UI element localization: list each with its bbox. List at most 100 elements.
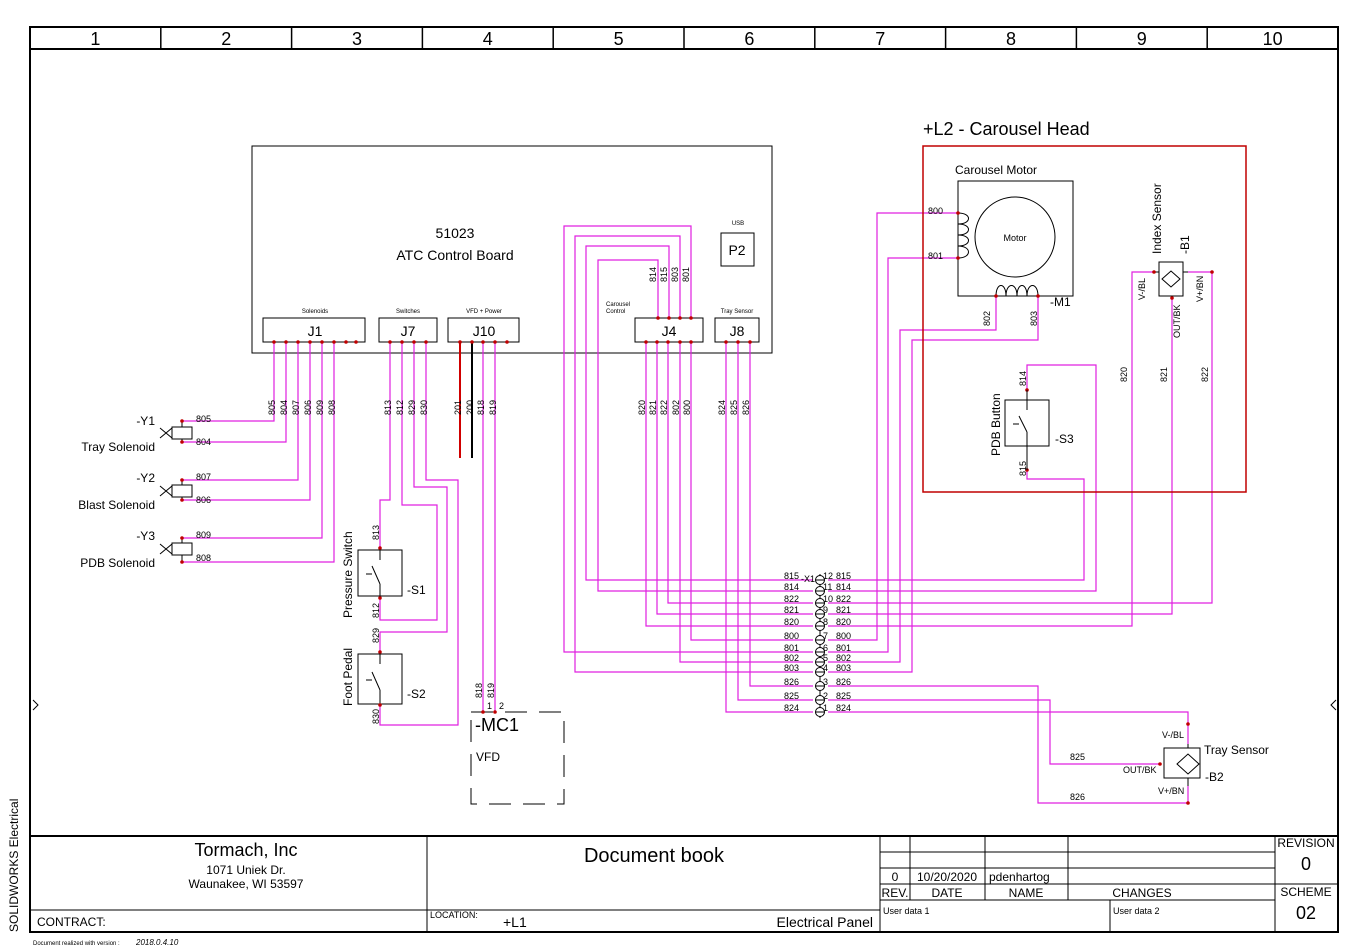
wire-label-806: 806 [303, 400, 313, 415]
solenoid-y1: -Y1 Tray Solenoid 805 804 [81, 414, 211, 454]
wire-807 [183, 342, 299, 481]
index-sensor-name: Index Sensor [1150, 183, 1164, 254]
terminal-number: 9 [823, 605, 828, 615]
terminal-left-wire: 826 [784, 677, 799, 687]
wire-822 [667, 342, 813, 604]
switch-s2-name: Foot Pedal [341, 648, 355, 706]
wire-806 [183, 342, 311, 501]
title-block [30, 835, 1338, 932]
pdb-button-s3: PDB Button -S3 814 815 [989, 371, 1074, 476]
terminal-number: 4 [823, 663, 828, 673]
pdb-button-name: PDB Button [989, 393, 1003, 456]
wire-label-800: 800 [682, 400, 692, 415]
wire-802-right [828, 296, 997, 663]
connector-j7-label: J7 [401, 323, 416, 339]
motor-tag: -M1 [1050, 295, 1071, 309]
solenoid-y2-wire-b: 806 [196, 495, 211, 505]
column-number: 1 [90, 29, 100, 49]
terminal-number: 8 [823, 617, 828, 627]
index-sensor-b1: Index Sensor -B1 V-/BL OUT/BK V+/BN 820 … [1119, 183, 1214, 382]
connector-j4-label: J4 [662, 323, 677, 339]
wire-label-819: 819 [488, 400, 498, 415]
carousel-head-title: +L2 - Carousel Head [923, 119, 1090, 139]
usb-connector-label: P2 [728, 242, 745, 258]
connector-pin-dots [272, 316, 752, 344]
j4-caption-line1: Carousel [606, 302, 630, 308]
terminal-strip-tag: -X1 [801, 574, 815, 584]
column-number: 9 [1137, 29, 1147, 49]
left-margin-arrow [32, 699, 39, 711]
tray-sensor-wire-826: 826 [1070, 792, 1085, 802]
solenoid-y1-tag: -Y1 [136, 414, 155, 428]
wire-label-812: 812 [395, 400, 405, 415]
index-sensor-wire-821: 821 [1159, 367, 1169, 382]
switch-s2-wire-b: 830 [371, 709, 381, 724]
wire-802 [679, 342, 813, 663]
j4-caption-line2: Control [606, 309, 625, 315]
terminal-number: 6 [823, 643, 828, 653]
solenoid-y3-name: PDB Solenoid [80, 556, 155, 570]
wire-815-right [828, 470, 1085, 581]
wire-label-830: 830 [419, 400, 429, 415]
switch-s1-wire-a: 813 [371, 525, 381, 540]
wire-813 [379, 342, 391, 548]
wire-830 [379, 342, 459, 726]
terminal-right-wire: 824 [836, 703, 851, 713]
index-sensor-pin-vminus: V-/BL [1137, 278, 1147, 300]
solenoid-y1-name: Tray Solenoid [81, 440, 155, 454]
version-note: Document realized with version : [33, 941, 120, 947]
terminal-left-wire: 800 [784, 631, 799, 641]
column-number: 8 [1006, 29, 1016, 49]
terminal-right-wire: 815 [836, 571, 851, 581]
connector-j7 [378, 317, 438, 343]
switch-s2: Foot Pedal -S2 829 830 [341, 628, 426, 724]
wire-824 [725, 342, 813, 713]
terminal-left-wire: 822 [784, 594, 799, 604]
terminal-number: 1 [823, 703, 828, 713]
wire-label-805: 805 [267, 400, 277, 415]
wire-825-right [828, 699, 1160, 765]
wire-label-829: 829 [407, 400, 417, 415]
wire-826-right [828, 685, 1189, 804]
terminal-left-wire: 825 [784, 691, 799, 701]
date-header: DATE [931, 886, 962, 900]
wire-824-right [828, 711, 1189, 744]
terminal-number: 5 [823, 653, 828, 663]
j7-caption: Switches [396, 309, 420, 315]
column-number: 5 [614, 29, 624, 49]
name-header: NAME [1009, 886, 1044, 900]
j10-caption: VFD + Power [466, 309, 502, 315]
index-sensor-wire-820: 820 [1119, 367, 1129, 382]
index-sensor-tag: -B1 [1178, 235, 1192, 254]
solenoid-y1-wire-a: 805 [196, 414, 211, 424]
terminal-right-wire: 820 [836, 617, 851, 627]
rev-header: REV. [882, 886, 909, 900]
pdb-button-tag: -S3 [1055, 432, 1074, 446]
board-part-number: 51023 [436, 225, 475, 241]
terminal-right-wire: 822 [836, 594, 851, 604]
vfd-mc1: -MC1 VFD 1 2 818 819 [470, 683, 565, 805]
motor-label: Motor [1003, 233, 1026, 243]
location-description: Electrical Panel [777, 914, 874, 930]
vfd-wire-818: 818 [474, 683, 484, 698]
terminal-right-wire: 803 [836, 663, 851, 673]
wire-803-right [828, 296, 1039, 673]
switch-s1: Pressure Switch -S1 813 812 [341, 525, 426, 618]
vfd-pin-2: 2 [499, 701, 504, 711]
terminal-right-wire: 802 [836, 653, 851, 663]
connector-j1 [262, 317, 366, 343]
terminal-left-wire: 821 [784, 605, 799, 615]
vfd-name: VFD [476, 750, 500, 764]
wire-label-804: 804 [279, 400, 289, 415]
scheme-label: SCHEME [1280, 885, 1331, 899]
right-margin-arrow [1330, 699, 1337, 711]
wire-label-200: 200 [465, 400, 475, 415]
solenoid-y3: -Y3 PDB Solenoid 809 808 [80, 529, 211, 570]
software-side-text: SOLIDWORKS Electrical [7, 799, 21, 932]
solenoid-y1-wire-b: 804 [196, 437, 211, 447]
wire-label-813: 813 [383, 400, 393, 415]
terminal-left-wire: 815 [784, 571, 799, 581]
terminal-right-wire: 821 [836, 605, 851, 615]
rev-row-name: pdenhartog [989, 870, 1050, 884]
